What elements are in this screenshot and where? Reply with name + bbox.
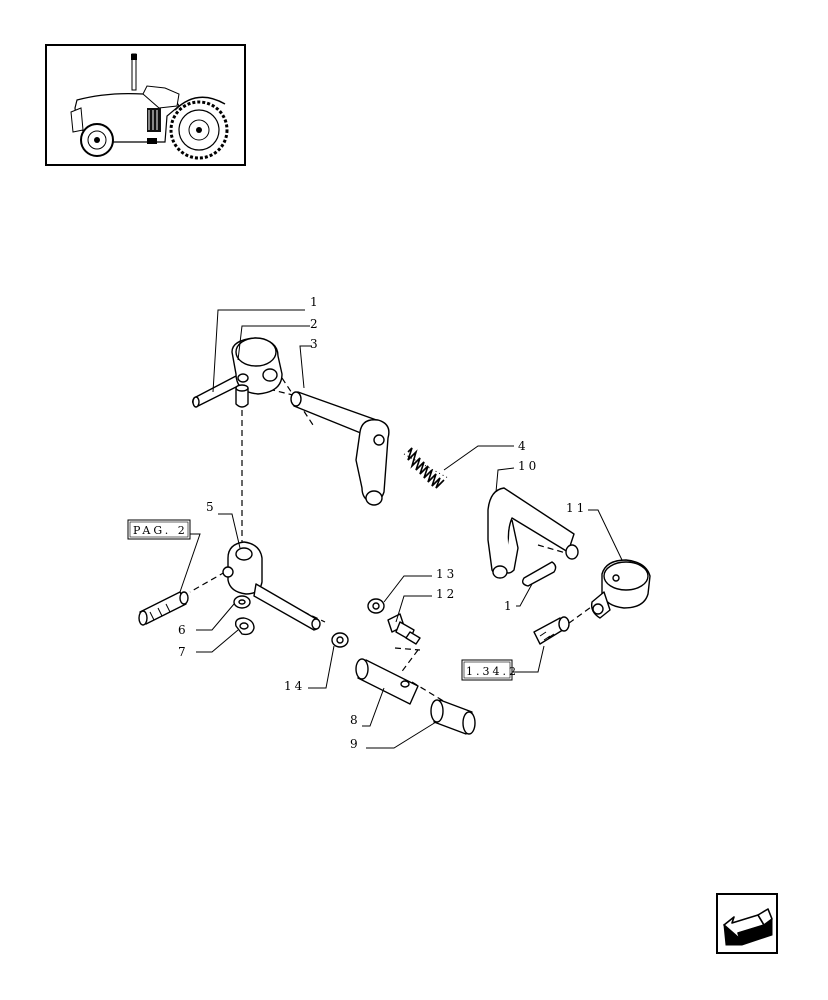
assembly-line	[189, 571, 226, 593]
assembly-line	[394, 647, 421, 651]
callout-7: 7	[178, 645, 189, 659]
right-rod-end	[533, 616, 570, 645]
reference-pag-2[interactable]: PAG. 2	[127, 519, 191, 540]
reference-pag-2-label: PAG. 2	[133, 524, 188, 537]
part-3-shaft-lever	[290, 391, 390, 506]
part-1-pin	[191, 375, 241, 408]
callout-8: 8	[350, 713, 361, 727]
part-12-bolt	[387, 613, 421, 645]
arrow-back-icon	[723, 908, 773, 946]
part-9-bushing	[430, 699, 476, 735]
part-11-lever-hub	[590, 559, 651, 619]
callout-4: 4	[518, 439, 529, 453]
part-1-pin-right	[521, 561, 557, 587]
part-5-lever	[222, 541, 321, 631]
callout-2: 2	[310, 317, 321, 331]
callout-9: 9	[350, 737, 361, 751]
assembly-line	[411, 681, 446, 703]
tractor-icon	[70, 53, 229, 160]
callout-10: 10	[518, 459, 539, 473]
part-8-sleeve	[355, 658, 419, 705]
part-6-washer	[233, 595, 251, 609]
reference-1-34-2[interactable]: 1.34.2	[461, 659, 519, 681]
leader-lines	[179, 309, 623, 749]
assembly-line	[564, 601, 599, 627]
callout-5: 5	[206, 500, 217, 514]
callout-6: 6	[178, 623, 189, 637]
part-2-lever-hub	[231, 337, 283, 408]
back-button[interactable]	[716, 893, 778, 954]
callout-12: 12	[436, 587, 457, 601]
reference-1-34-2-label: 1.34.2	[466, 665, 519, 678]
callout-11: 11	[566, 501, 587, 515]
callout-1: 1	[310, 295, 321, 309]
part-10-yoke	[487, 487, 579, 579]
callout-1-right: 1	[504, 599, 515, 613]
tractor-thumbnail[interactable]	[45, 44, 246, 166]
callout-14: 14	[284, 679, 305, 693]
left-rod-end	[138, 591, 189, 626]
part-14-washer	[331, 632, 349, 648]
callouts: 1 2 3 4 10 11 5 13 12 1 6 7 14 8 9	[178, 295, 587, 751]
callout-3: 3	[310, 337, 321, 351]
assembly-line	[537, 544, 567, 554]
part-7-clip	[234, 617, 255, 636]
part-4-spring	[403, 447, 449, 489]
callout-13: 13	[436, 567, 457, 581]
part-13-washer	[367, 598, 385, 614]
assembly-line	[399, 649, 419, 675]
